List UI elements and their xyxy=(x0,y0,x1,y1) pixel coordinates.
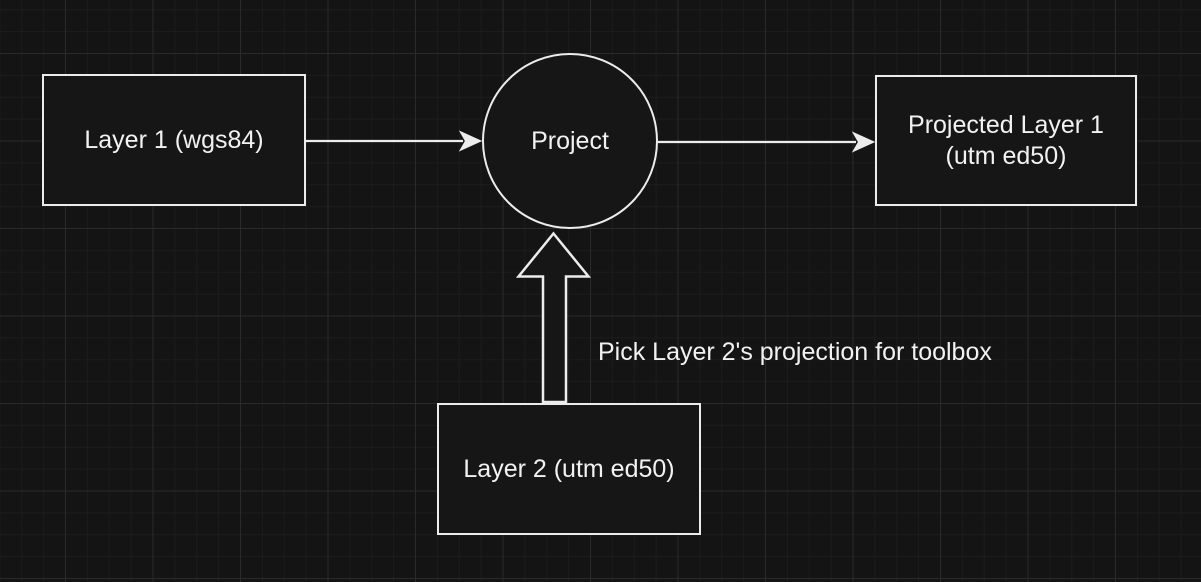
edge-layer1-to-project-arrow[interactable] xyxy=(306,130,483,152)
arrowhead-right-icon xyxy=(851,131,876,153)
node-layer1-label: Layer 1 (wgs84) xyxy=(84,125,264,154)
node-project[interactable]: Project xyxy=(482,53,658,229)
node-layer1[interactable]: Layer 1 (wgs84) xyxy=(42,74,306,206)
block-arrow-up[interactable] xyxy=(515,231,592,404)
node-layer2-label: Layer 2 (utm ed50) xyxy=(463,454,675,483)
node-layer2[interactable]: Layer 2 (utm ed50) xyxy=(437,403,701,535)
arrowhead-right-icon xyxy=(458,130,483,152)
node-projected-layer1[interactable]: Projected Layer 1 (utm ed50) xyxy=(875,75,1137,206)
edge-annotation-label[interactable]: Pick Layer 2's projection for toolbox xyxy=(598,338,992,366)
node-project-label: Project xyxy=(531,126,609,155)
node-projected-layer1-label: Projected Layer 1 (utm ed50) xyxy=(908,110,1104,170)
edge-project-to-projected-layer1-arrow[interactable] xyxy=(658,131,876,153)
